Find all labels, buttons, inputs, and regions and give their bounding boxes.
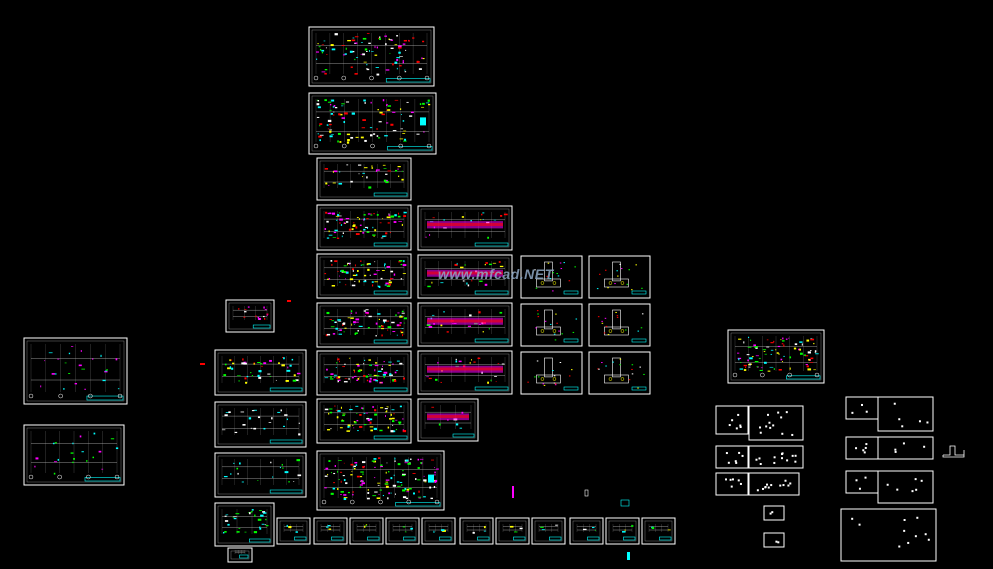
- sheet-plan-4[interactable]: [316, 204, 412, 251]
- sheet-right-b1[interactable]: [715, 445, 749, 469]
- sheet-beam-1[interactable]: [417, 205, 513, 251]
- stray-mark: [200, 363, 205, 365]
- sheet-far-left-1[interactable]: [23, 337, 128, 405]
- sheet-right-d2[interactable]: [877, 396, 934, 432]
- sheet-small-red[interactable]: [225, 299, 275, 333]
- sheet-beam-3[interactable]: [417, 302, 513, 347]
- sheet-bottom-3[interactable]: [349, 517, 384, 545]
- sheet-detail-4[interactable]: [588, 303, 651, 347]
- sheet-beam-2[interactable]: [417, 254, 513, 299]
- sheet-plan-3[interactable]: [316, 157, 412, 201]
- sheet-plan-9[interactable]: [316, 450, 445, 511]
- magenta-mark: [512, 486, 514, 498]
- sheet-bottom-11[interactable]: [641, 517, 676, 545]
- sheet-bottom-6[interactable]: [459, 517, 494, 545]
- sheet-bottom-9[interactable]: [569, 517, 604, 545]
- sheet-right-plan[interactable]: [727, 329, 825, 384]
- sheet-right-b2[interactable]: [748, 445, 804, 469]
- step-outline: [942, 445, 965, 458]
- sheet-detail-5[interactable]: [520, 351, 583, 395]
- sheet-right-c1[interactable]: [715, 472, 749, 496]
- sheet-right-small-1[interactable]: [763, 505, 785, 521]
- sheet-plan-6[interactable]: [316, 302, 412, 348]
- sheet-far-left-2[interactable]: [23, 424, 125, 486]
- sheet-detail-6[interactable]: [588, 351, 651, 395]
- sheet-right-g[interactable]: [840, 508, 937, 562]
- sheet-right-f2[interactable]: [877, 470, 934, 504]
- sheet-bottom-4[interactable]: [385, 517, 420, 545]
- sheet-right-a2[interactable]: [748, 405, 804, 441]
- sheet-bottom-7[interactable]: [495, 517, 530, 545]
- sheet-bottom-5[interactable]: [421, 517, 456, 545]
- sheet-right-e2[interactable]: [877, 436, 934, 460]
- sheet-left-3[interactable]: [214, 452, 307, 498]
- sheet-left-4[interactable]: [214, 502, 275, 547]
- sheet-detail-1[interactable]: [520, 255, 583, 299]
- stray-mark: [584, 489, 589, 497]
- sheet-bottom-8[interactable]: [531, 517, 566, 545]
- sheet-beam-5[interactable]: [417, 398, 479, 442]
- sheet-detail-3[interactable]: [520, 303, 583, 347]
- sheet-bottom-10[interactable]: [605, 517, 640, 545]
- stray-mark: [287, 300, 291, 302]
- sheet-left-1[interactable]: [214, 349, 307, 396]
- sheet-tiny[interactable]: [227, 547, 253, 563]
- sheet-plan-5[interactable]: [316, 253, 412, 299]
- sheet-detail-2[interactable]: [588, 255, 651, 299]
- sheet-plan-7[interactable]: [316, 350, 412, 396]
- sheet-plan-1[interactable]: [308, 26, 435, 87]
- sheet-beam-4[interactable]: [417, 350, 513, 395]
- sheet-bottom-1[interactable]: [276, 517, 311, 545]
- stray-mark: [627, 552, 630, 560]
- sheet-right-c2[interactable]: [748, 472, 800, 496]
- sheet-right-small-2[interactable]: [763, 532, 785, 548]
- sheet-right-a1[interactable]: [715, 405, 749, 435]
- stray-mark: [620, 499, 630, 507]
- sheet-plan-8[interactable]: [316, 398, 412, 444]
- sheet-bottom-2[interactable]: [313, 517, 348, 545]
- sheet-plan-2[interactable]: [308, 92, 437, 155]
- sheet-left-2[interactable]: [214, 401, 307, 448]
